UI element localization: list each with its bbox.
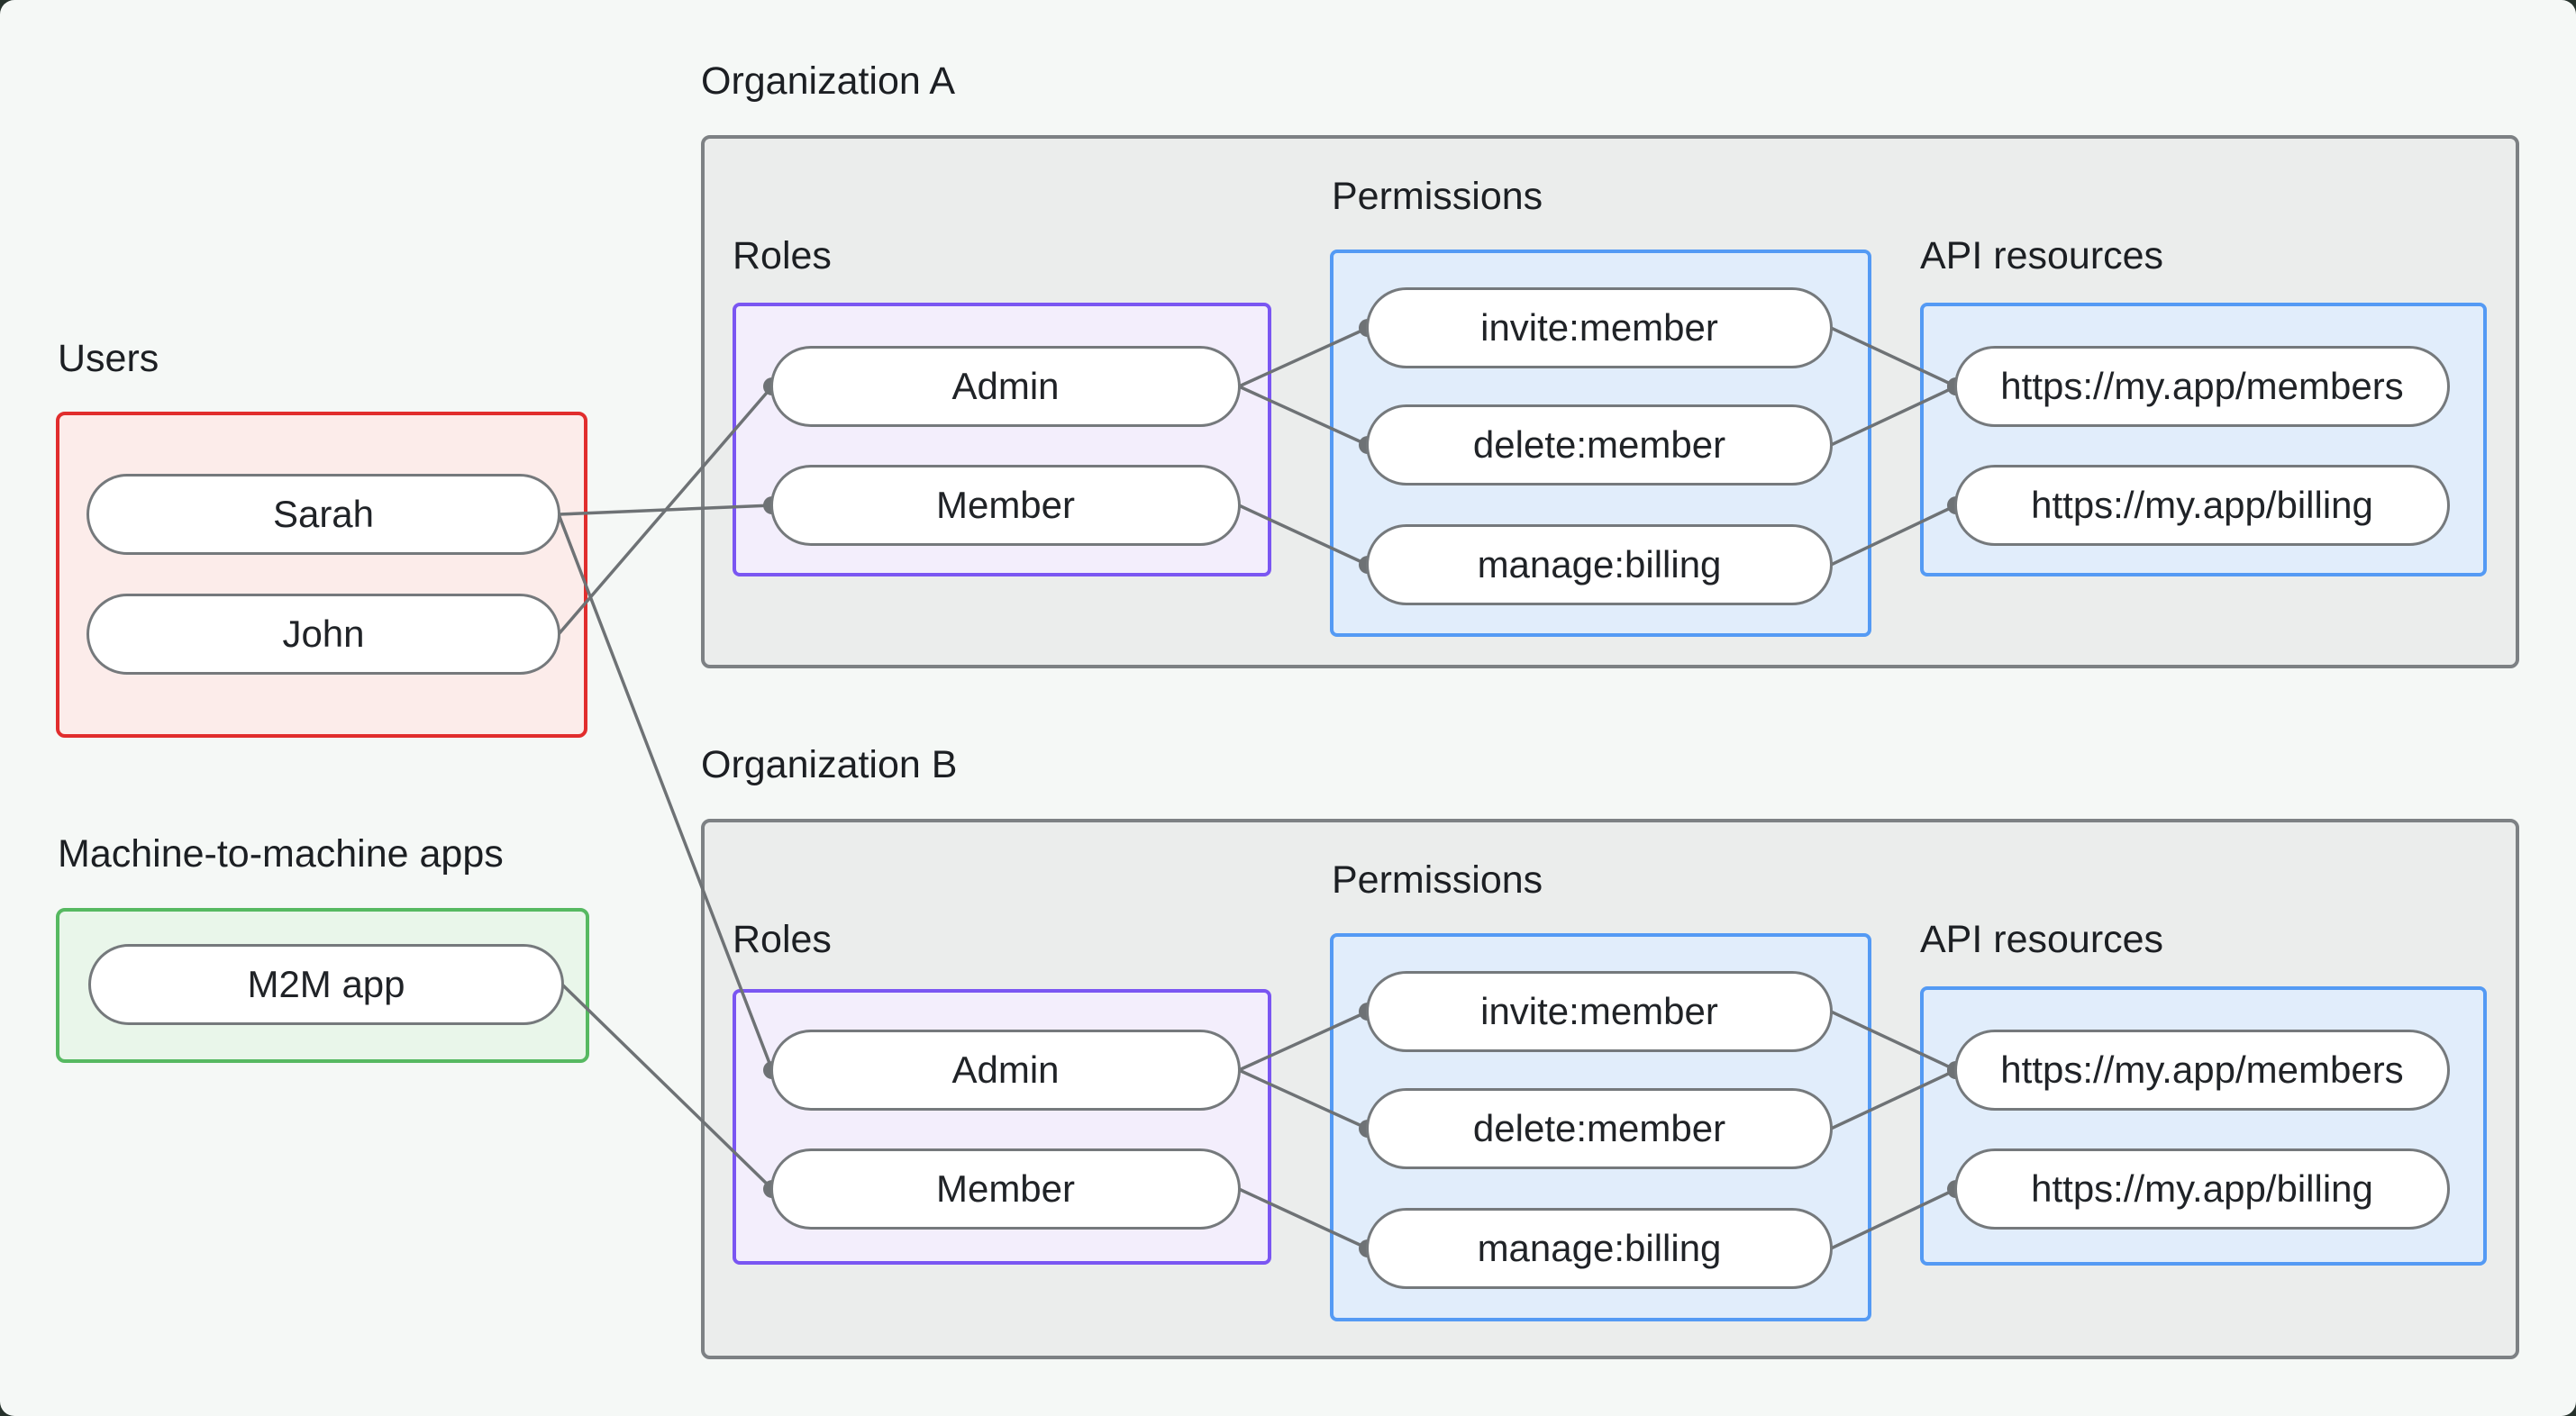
org-b-permission-node-manage-billing: manage:billing	[1366, 1208, 1833, 1289]
org-a-permissions-label: Permissions	[1332, 175, 1543, 218]
org-a-api-resource-node-billing: https://my.app/billing	[1954, 465, 2450, 546]
org-a-roles-label: Roles	[733, 234, 832, 277]
user-node-sarah: Sarah	[86, 474, 560, 555]
org-b-api-resource-node-billing: https://my.app/billing	[1954, 1148, 2450, 1230]
org-a-api-resource-node-members: https://my.app/members	[1954, 346, 2450, 427]
org-a-role-node-member: Member	[770, 465, 1241, 546]
m2m-app-node: M2M app	[88, 944, 564, 1025]
org-b-roles-label: Roles	[733, 918, 832, 961]
users-group-box	[56, 412, 587, 738]
user-node-john: John	[86, 594, 560, 675]
org-a-title: Organization A	[701, 59, 956, 103]
org-a-permission-node-manage-billing: manage:billing	[1366, 524, 1833, 605]
org-b-permissions-label: Permissions	[1332, 858, 1543, 902]
org-b-permission-node-delete-member: delete:member	[1366, 1088, 1833, 1169]
org-a-role-node-admin: Admin	[770, 346, 1241, 427]
org-b-permission-node-invite-member: invite:member	[1366, 971, 1833, 1052]
org-b-api-resources-label: API resources	[1920, 918, 2164, 961]
org-a-permission-node-delete-member: delete:member	[1366, 404, 1833, 486]
org-a-permission-node-invite-member: invite:member	[1366, 287, 1833, 368]
org-b-role-node-admin: Admin	[770, 1030, 1241, 1111]
org-b-role-node-member: Member	[770, 1148, 1241, 1230]
m2m-apps-group-label: Machine-to-machine apps	[58, 832, 504, 876]
org-b-title: Organization B	[701, 743, 958, 786]
org-b-api-resource-node-members: https://my.app/members	[1954, 1030, 2450, 1111]
users-group-label: Users	[58, 337, 159, 380]
org-a-api-resources-label: API resources	[1920, 234, 2164, 277]
